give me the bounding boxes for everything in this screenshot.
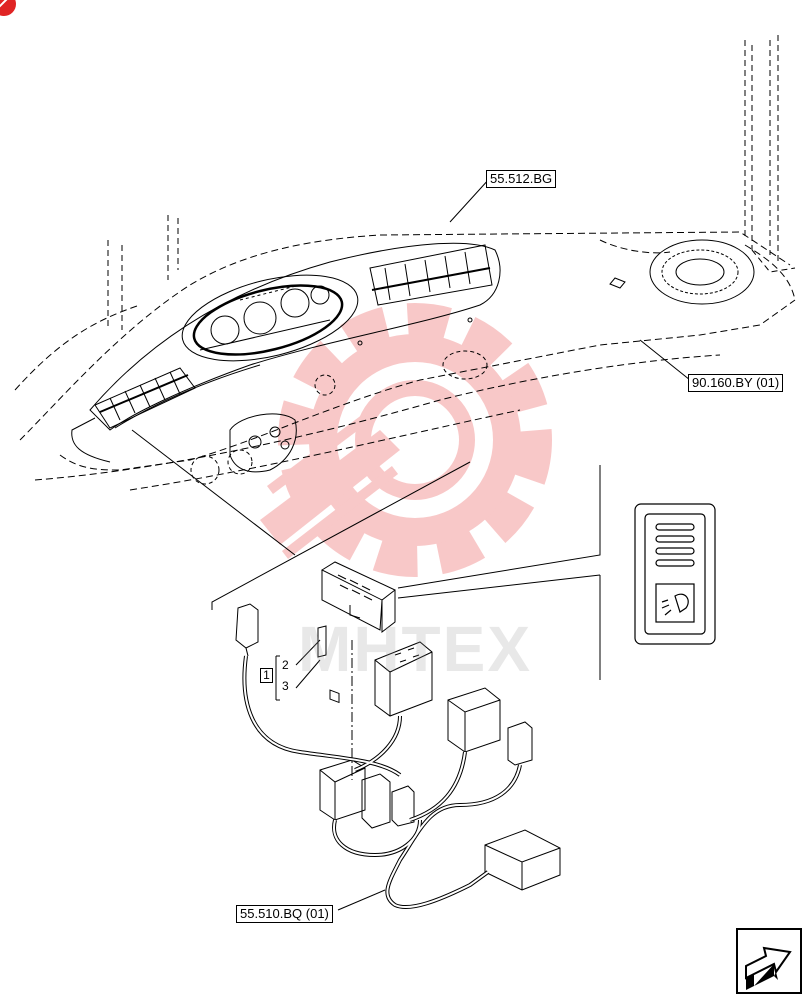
watermark-text: MHTEX [298, 613, 532, 685]
terminal-pin-item [275, 625, 327, 701]
red-corner-badge [0, 0, 16, 16]
dashboard-reference-callout[interactable]: 55.512.BG [486, 170, 557, 188]
arrow-graphic [736, 928, 802, 994]
cab-pillars [107, 35, 796, 330]
round-gauge-right [609, 239, 755, 305]
item-group-label: 1 [260, 668, 273, 683]
wiring-harness-cables [242, 655, 522, 910]
next-page-arrow-icon[interactable] [736, 928, 802, 994]
switch-bank-right [369, 244, 493, 306]
wiring-harness-cable-cores [243, 655, 521, 909]
work-light-switch-symbol [634, 503, 716, 645]
item-3-label: 3 [282, 679, 289, 693]
cab-reference-callout[interactable]: 90.160.BY (01) [688, 374, 784, 392]
harness-reference-callout[interactable]: 55.510.BQ (01) [236, 905, 333, 923]
leader-lines [131, 177, 691, 911]
lower-control-cluster [190, 317, 488, 485]
dashboard-panel-outline [14, 231, 796, 491]
switch-connector [320, 561, 396, 704]
switch-bank-left [94, 367, 196, 429]
watermark-gear-icon [260, 303, 552, 577]
item-2-label: 2 [282, 658, 289, 672]
dashboard-body [71, 242, 501, 463]
